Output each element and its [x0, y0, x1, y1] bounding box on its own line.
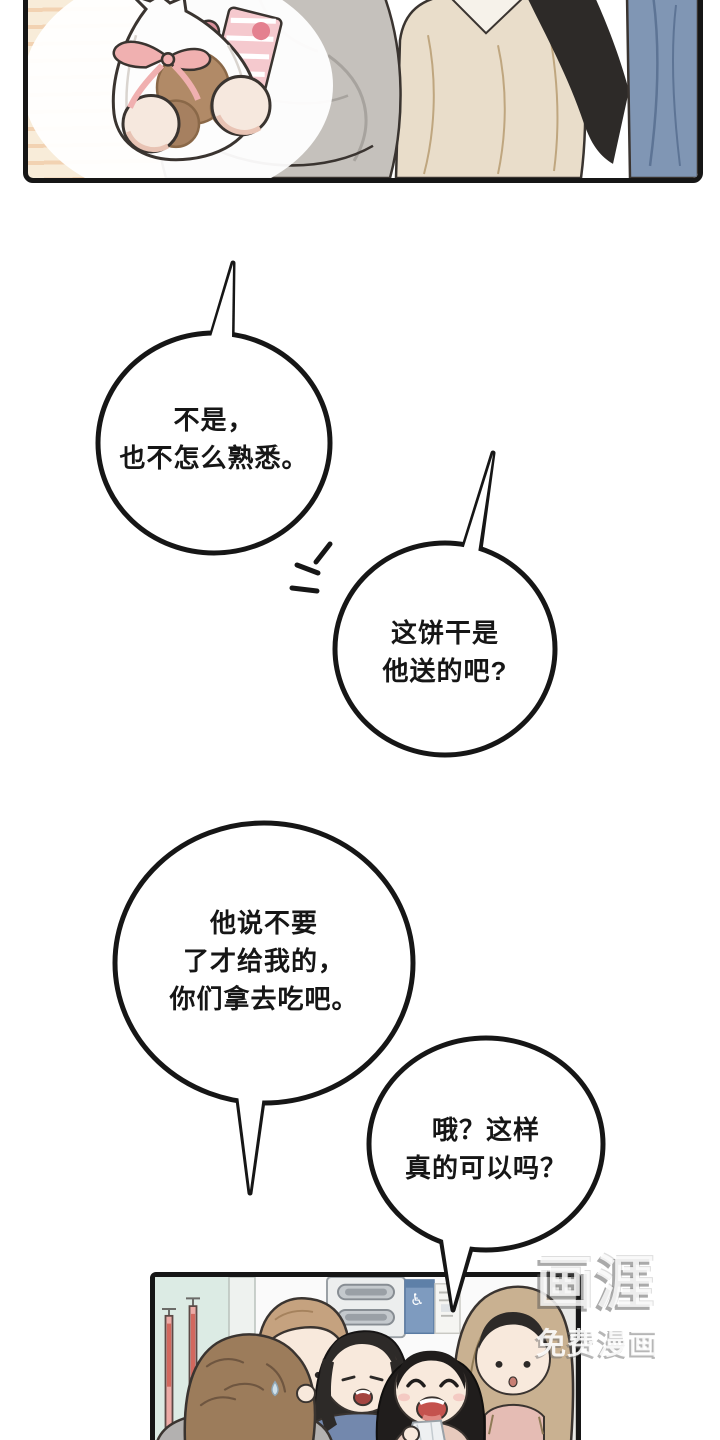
bubble-2-tail-fill [462, 454, 493, 553]
held-bag [402, 1419, 446, 1440]
panel-bottom-artwork: ♿ [150, 1272, 581, 1440]
person-brown-hair [156, 1333, 333, 1440]
bubble-1-tail-fill [210, 264, 233, 340]
panel-top-artwork [23, 0, 703, 183]
bubble-3-line-3: 你们拿去吃吧。 [169, 984, 359, 1014]
black-hair [528, 0, 629, 164]
panel-bottom-scene [155, 1277, 576, 1440]
person-smiling-girl [375, 1350, 486, 1440]
bubble-1-line-1: 不是， [173, 405, 255, 435]
card-flower [252, 21, 271, 41]
bubble-1-line-2: 也不怎么熟悉。 [119, 443, 309, 473]
speech-bubble-4 [366, 1035, 606, 1313]
panel-top-scene [28, 0, 698, 178]
bubble-3-line-1: 他说不要 [209, 908, 318, 938]
bubble-4-line-2: 真的可以吗？ [404, 1153, 567, 1183]
bubble-4-text: 哦？这样 真的可以吗？ [306, 1111, 666, 1187]
bubble-4-line-1: 哦？这样 [431, 1115, 540, 1145]
person-blue-jacket [625, 0, 698, 178]
bubble-3-text: 他说不要 了才给我的， 你们拿去吃吧。 [84, 904, 444, 1018]
cream-balls [121, 74, 272, 154]
sweat-drop [271, 1380, 279, 1397]
bubble-2-body [332, 540, 558, 758]
bubble-3-line-2: 了才给我的， [182, 946, 345, 976]
bubble-4-tail-fill [443, 1240, 471, 1306]
collar [484, 1403, 545, 1440]
bubble-3-body [112, 820, 416, 1106]
person-beige-shirt [394, 0, 587, 178]
ribbon-bow [112, 40, 212, 109]
bubble-2-text: 这饼干是 他送的吧? [265, 614, 625, 690]
bubble-1-text: 不是， 也不怎么熟悉。 [34, 401, 394, 477]
bubble-2-line-2: 他送的吧? [382, 656, 508, 686]
speech-bubble-1 [95, 260, 333, 556]
bubble-2-line-1: 这饼干是 [390, 618, 499, 648]
accessibility-sign [404, 1279, 461, 1335]
speech-bubble-2 [332, 450, 558, 758]
bubble-3-tail-fill [238, 1095, 263, 1190]
emphasis-marks [289, 541, 333, 594]
bubble-4-body [366, 1035, 606, 1253]
wheelchair-icon: ♿ [410, 1292, 425, 1309]
speech-bubble-3 [112, 820, 416, 1196]
